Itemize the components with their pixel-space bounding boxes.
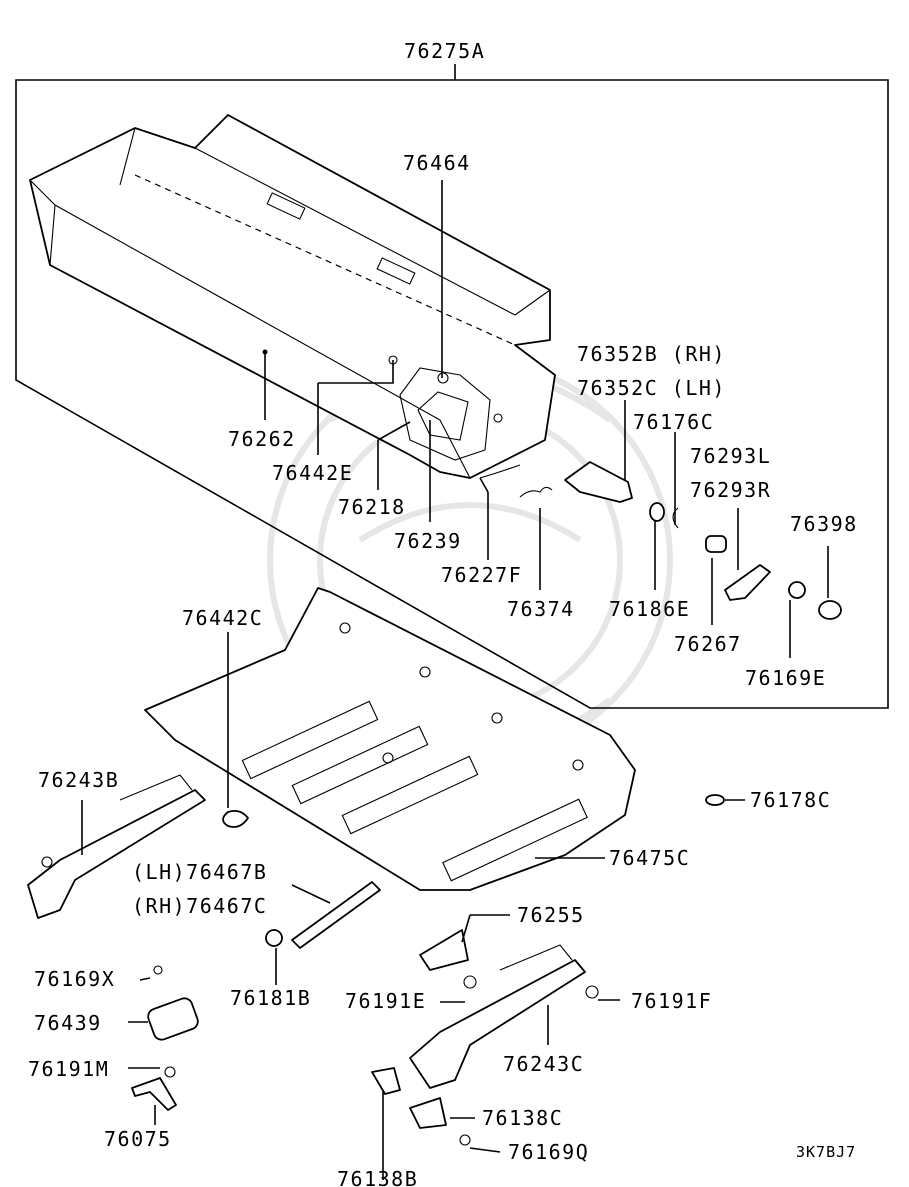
label-76439: 76439 — [34, 1011, 102, 1035]
label-76442C: 76442C — [182, 606, 263, 630]
label-76293R: 76293R — [690, 478, 771, 502]
seat-rail-right-drawing — [409, 944, 586, 1089]
label-76169Q: 76169Q — [508, 1140, 589, 1164]
label-76075: 76075 — [104, 1127, 172, 1151]
label-76374: 76374 — [507, 597, 575, 621]
label-76186E: 76186E — [609, 597, 690, 621]
seat-cushion-drawing — [29, 114, 556, 479]
label-76442E: 76442E — [272, 461, 353, 485]
label-76239: 76239 — [394, 529, 462, 553]
label-76176C: 76176C — [633, 410, 714, 434]
label-76191M: 76191M — [28, 1057, 109, 1081]
label-76352C: 76352C (LH) — [577, 376, 726, 400]
label-76255: 76255 — [517, 903, 585, 927]
part-labels: 76275A 76464 76352B (RH) 76352C (LH) 761… — [28, 39, 858, 1187]
misc-hardware-drawing — [131, 809, 599, 1146]
label-76467B: (LH)76467B — [132, 860, 267, 884]
label-76218: 76218 — [338, 495, 406, 519]
label-76352B: 76352B (RH) — [577, 342, 726, 366]
label-76169X: 76169X — [34, 967, 115, 991]
label-76293L: 76293L — [690, 444, 771, 468]
label-76138C: 76138C — [482, 1106, 563, 1130]
label-76267: 76267 — [674, 632, 742, 656]
label-76243B: 76243B — [38, 768, 119, 792]
label-76243C: 76243C — [503, 1052, 584, 1076]
leader-lines — [81, 180, 829, 1180]
group-frame — [15, 64, 889, 709]
label-76398: 76398 — [790, 512, 858, 536]
label-76227F: 76227F — [441, 563, 522, 587]
label-76169E: 76169E — [745, 666, 826, 690]
label-76475C: 76475C — [609, 846, 690, 870]
label-76467C: (RH)76467C — [132, 894, 267, 918]
seat-pan-drawing — [144, 587, 636, 891]
label-76138B: 76138B — [337, 1167, 418, 1187]
latch-parts-drawing — [479, 461, 842, 806]
label-76464: 76464 — [403, 151, 471, 175]
label-76178C: 76178C — [750, 788, 831, 812]
label-76191F: 76191F — [631, 989, 712, 1013]
diagram-code: 3K7BJ7 — [796, 1143, 856, 1161]
label-76191E: 76191E — [345, 989, 426, 1013]
label-76275A: 76275A — [404, 39, 485, 63]
label-76262: 76262 — [228, 427, 296, 451]
label-76181B: 76181B — [230, 986, 311, 1010]
